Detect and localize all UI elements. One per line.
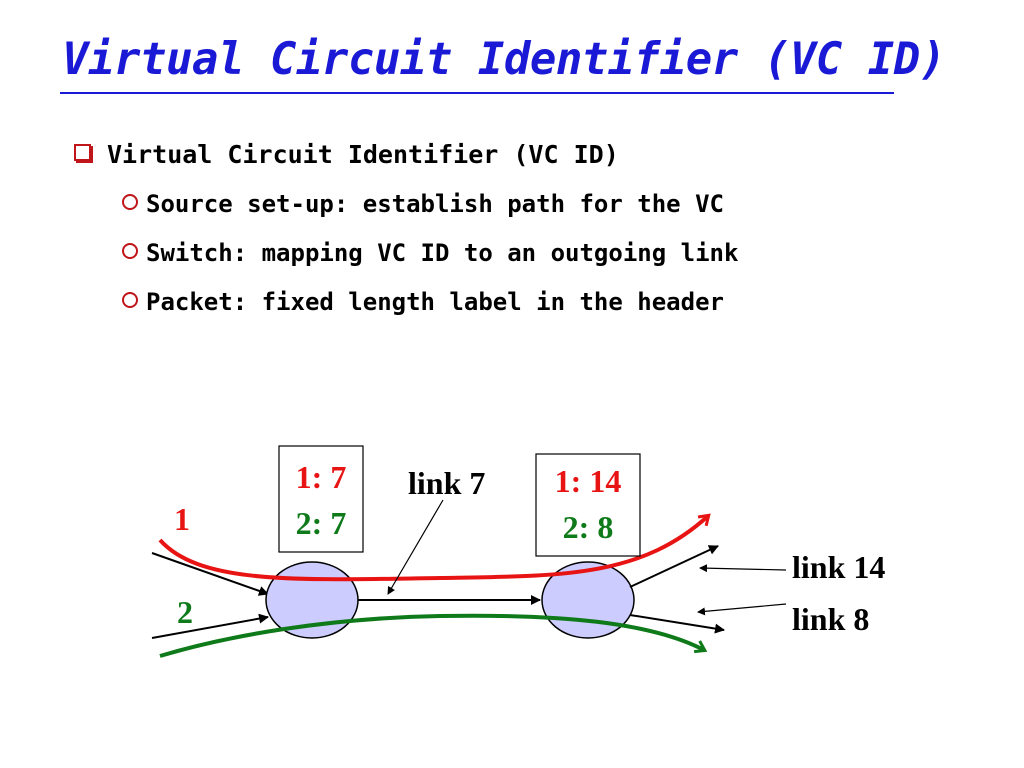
page-title: Virtual Circuit Identifier (VC ID) — [62, 34, 946, 85]
bullet-text: Virtual Circuit Identifier (VC ID) — [107, 140, 619, 169]
bullet-item: Virtual Circuit Identifier (VC ID) — [74, 140, 619, 169]
link-7-label: link 7 — [408, 465, 485, 501]
vc2-label: 2 — [177, 594, 193, 630]
incoming-link-upper — [151, 552, 269, 596]
incoming-link-lower — [151, 613, 269, 639]
sub-bullet-text: Switch: mapping VC ID to an outgoing lin… — [146, 239, 739, 267]
switch1-table-box — [278, 445, 364, 553]
sub-bullet-item: Packet: fixed length label in the header — [122, 288, 724, 316]
link-8-label: link 8 — [792, 601, 869, 637]
box-bullet-icon — [74, 144, 91, 161]
vc1-label: 1 — [174, 501, 190, 537]
vc2-path — [159, 613, 708, 658]
sub-bullet-text: Source set-up: establish path for the VC — [146, 190, 724, 218]
switch2-entry-vc1: 1: 14 — [555, 463, 622, 499]
outgoing-link-14 — [629, 545, 719, 588]
circle-bullet-icon — [122, 292, 138, 308]
outgoing-link-8 — [629, 614, 725, 634]
circle-bullet-icon — [122, 243, 138, 259]
link-8-pointer — [697, 603, 787, 616]
sub-bullet-item: Source set-up: establish path for the VC — [122, 190, 724, 218]
title-underline — [60, 92, 894, 94]
link-14-label: link 14 — [792, 549, 885, 585]
sub-bullet-text: Packet: fixed length label in the header — [146, 288, 724, 316]
switch1-entry-vc2: 2: 7 — [296, 505, 347, 541]
sub-bullet-item: Switch: mapping VC ID to an outgoing lin… — [122, 239, 738, 267]
vc1-path — [158, 513, 711, 582]
link-14-pointer — [699, 564, 787, 573]
switch2-table-box — [535, 453, 641, 557]
circle-bullet-icon — [122, 194, 138, 210]
switch2-entry-vc2: 2: 8 — [563, 509, 614, 545]
switch1-entry-vc1: 1: 7 — [296, 459, 347, 495]
link-7-pointer — [387, 499, 444, 595]
